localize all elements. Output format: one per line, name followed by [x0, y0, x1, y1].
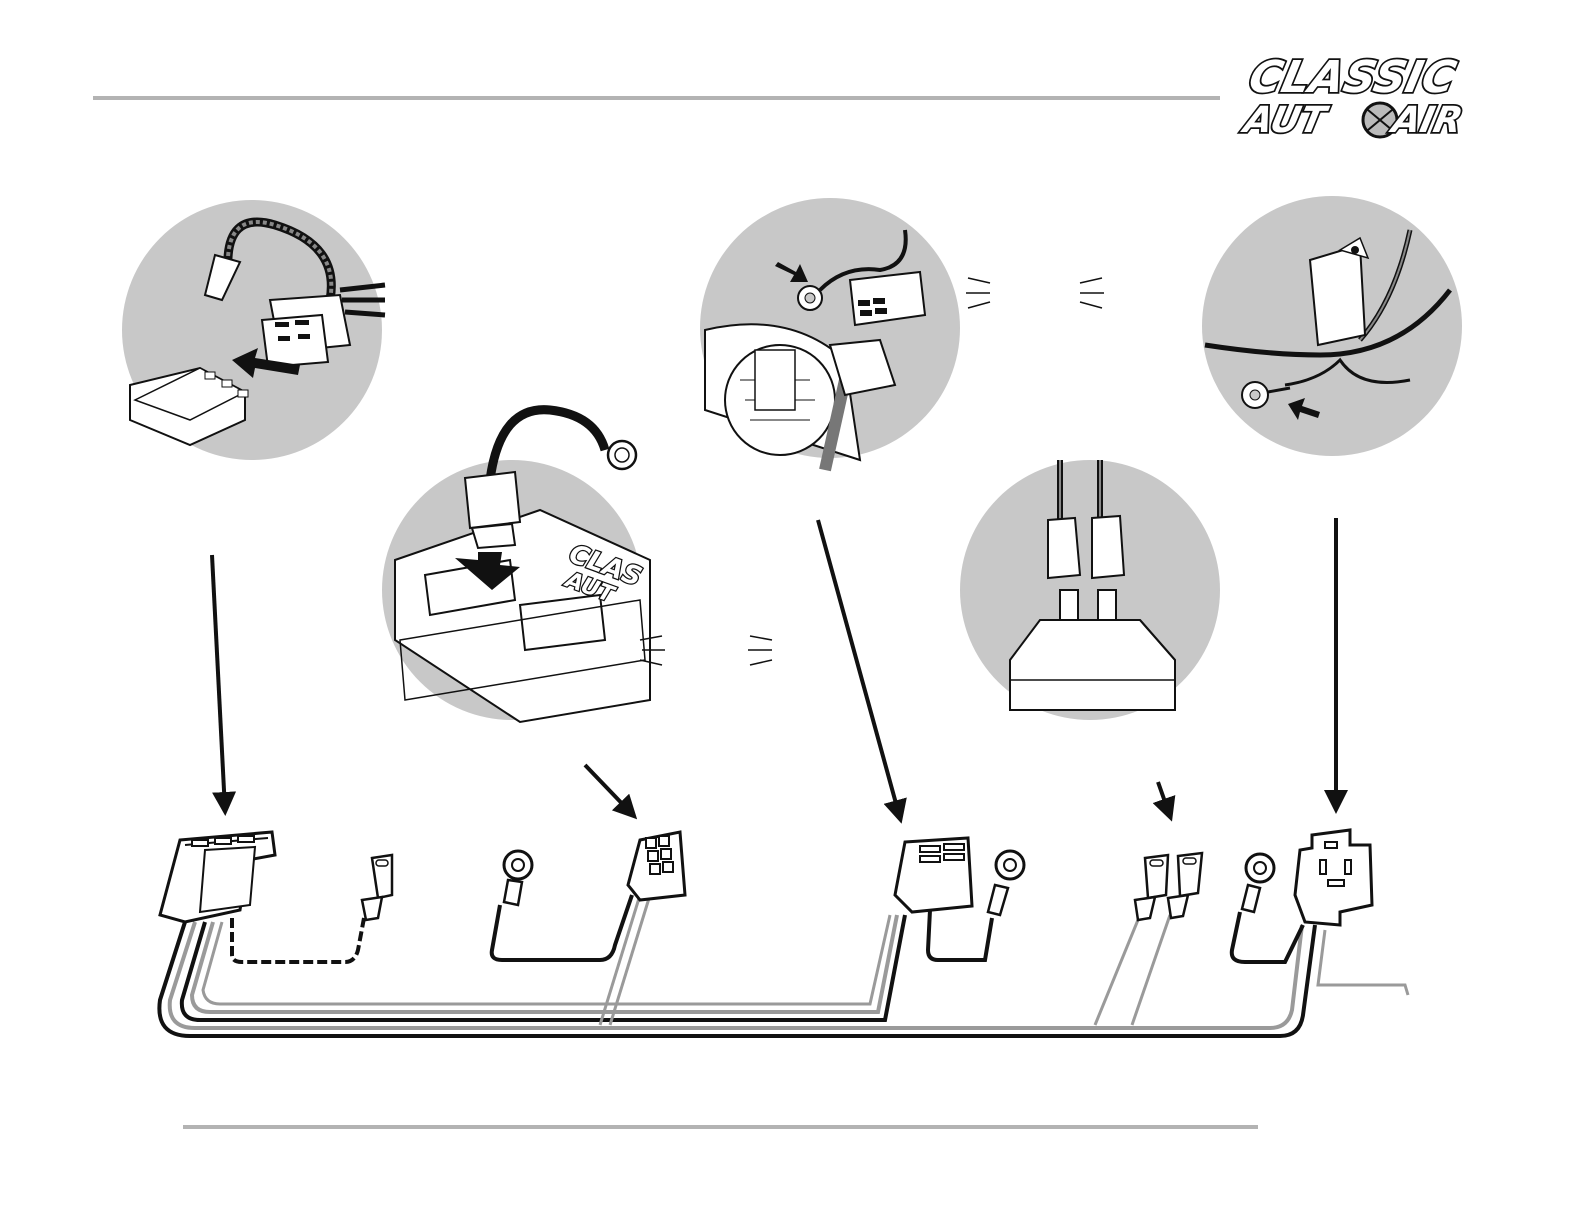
harness-wires: [159, 895, 1408, 1036]
relay-socket: [1295, 830, 1372, 925]
connector-4-pin: [895, 838, 972, 912]
connector-6-pin: [628, 832, 685, 900]
logo-line2-left: AUT: [1238, 98, 1333, 141]
detail-circle-relay: [1202, 196, 1462, 456]
arrow-2: [585, 765, 633, 815]
arrow-1: [212, 555, 225, 810]
detail-circle-control-module: CLAS AUT: [382, 410, 772, 722]
classic-auto-air-logo: CLASSIC AUT AIR: [1238, 52, 1467, 140]
burst-lines-left: [640, 636, 772, 665]
female-spade-terminal-1: [362, 855, 392, 920]
detail-circle-fuse-block: [122, 200, 385, 460]
female-spade-terminal-pair: [1135, 853, 1202, 920]
ring-terminal-2: [988, 851, 1024, 915]
detail-circle-blower-motor: [700, 198, 1104, 470]
arrow-3: [818, 520, 900, 818]
ring-terminal-3: [1242, 854, 1274, 912]
ring-terminal-1: [504, 851, 532, 905]
logo-line2-right: AIR: [1386, 98, 1467, 141]
logo-line1: CLASSIC: [1245, 52, 1461, 102]
detail-circle-switch: [960, 460, 1220, 720]
connector-fuse-block-plug: [160, 832, 275, 922]
burst-lines-mid: [966, 278, 1104, 308]
arrow-4: [1158, 782, 1170, 816]
